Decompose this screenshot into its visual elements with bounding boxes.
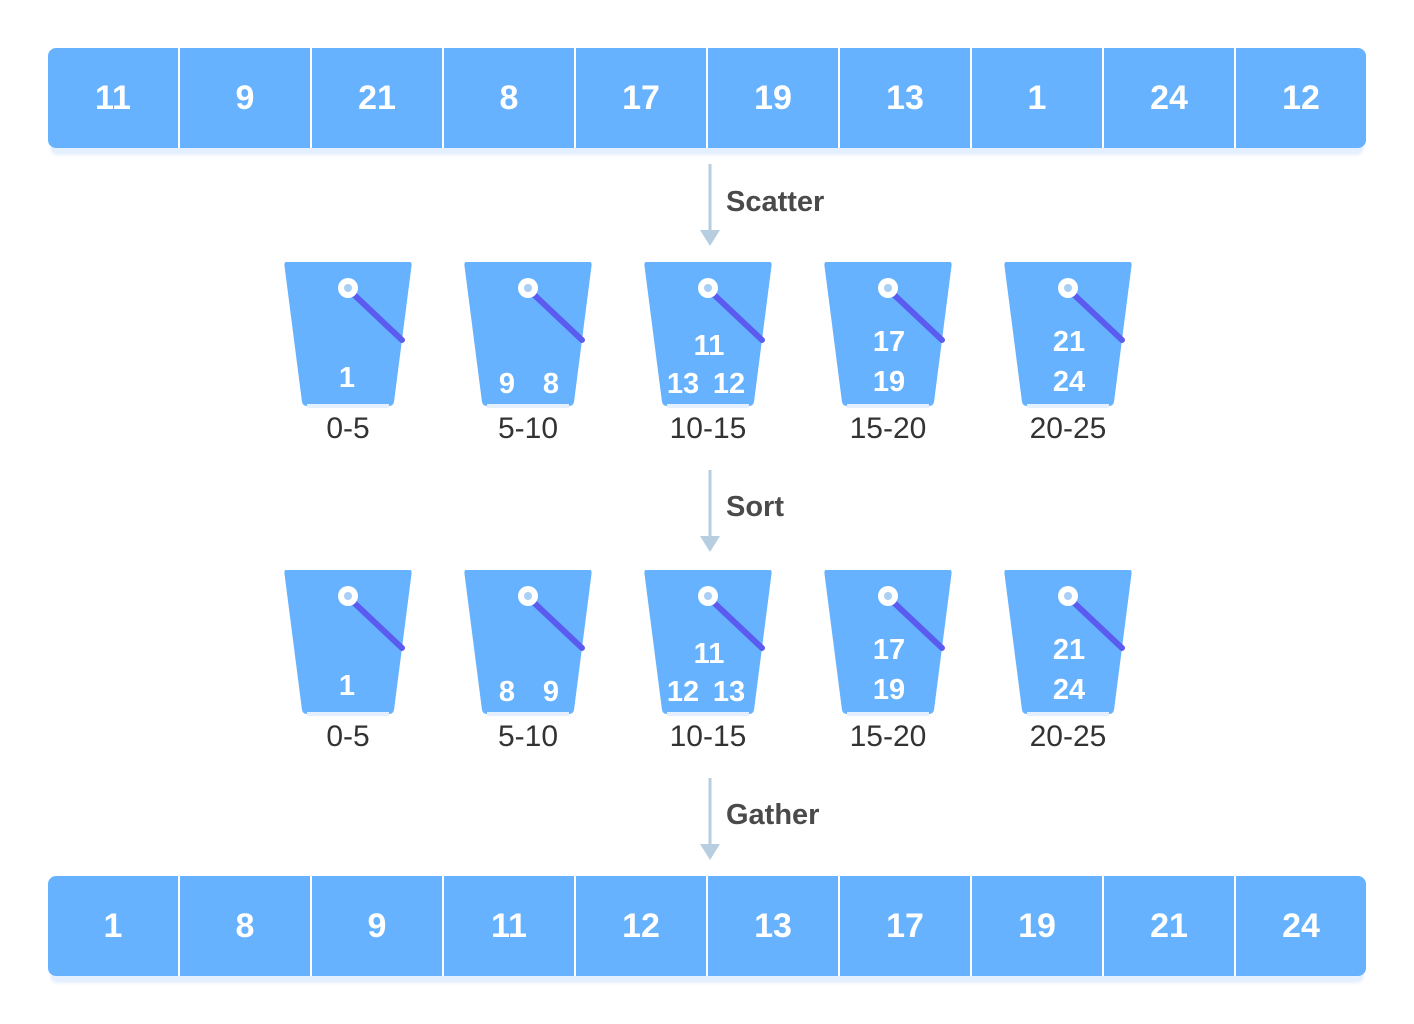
bucket-item: 19 [872,366,906,398]
bucket-range-label: 5-10 [497,412,559,445]
bucket-item: 9 [542,676,560,708]
bucket-item: 17 [872,326,906,358]
bucket-item: 21 [1052,326,1086,358]
bucket-item: 11 [693,638,725,670]
bucket-icon [284,570,412,716]
array-cell: 8 [442,48,574,148]
bucket-range-label: 0-5 [326,720,370,753]
bucket-item: 8 [542,368,560,400]
bucket-20-25: 21 24 20-25 [1001,568,1135,768]
bucket-icon [1004,570,1132,716]
bucket-icon [1004,262,1132,408]
bucket-range-label: 15-20 [849,720,927,753]
bucket-range-label: 5-10 [497,720,559,753]
array-cell: 1 [970,48,1102,148]
bucket-item: 1 [338,362,356,394]
bucket-item: 11 [693,330,725,362]
array-cell: 12 [1234,48,1366,148]
bucket-range-label: 20-25 [1029,412,1107,445]
bucket-item: 17 [872,634,906,666]
input-array: 11 9 21 8 17 19 13 1 24 12 [48,48,1366,148]
bucket-item: 12 [712,368,746,400]
bucket-range-label: 20-25 [1029,720,1107,753]
array-cell: 1 [48,876,178,976]
array-cell: 9 [178,48,310,148]
bucket-range-label: 15-20 [849,412,927,445]
bucket-icon [824,262,952,408]
arrow-down-icon [700,164,720,246]
array-cell: 12 [574,876,706,976]
arrow-down-icon [700,778,720,860]
bucket-icon [464,262,592,408]
bucket-icon [644,262,772,408]
array-cell: 21 [1102,876,1234,976]
bucket-15-20: 17 19 15-20 [821,568,955,768]
bucket-range-label: 0-5 [326,412,370,445]
bucket-item: 24 [1052,674,1086,706]
bucket-item: 8 [498,676,516,708]
bucket-10-15: 11 13 12 10-15 [641,260,775,460]
sort-label: Sort [726,491,784,523]
bucket-item: 24 [1052,366,1086,398]
bucket-20-25: 21 24 20-25 [1001,260,1135,460]
bucket-icon [824,570,952,716]
bucket-range-label: 10-15 [669,412,747,445]
bucket-item: 21 [1052,634,1086,666]
array-cell: 8 [178,876,310,976]
bucket-icon [464,570,592,716]
bucket-icon [284,262,412,408]
array-cell: 11 [48,48,178,148]
gather-label: Gather [726,799,820,831]
array-cell: 19 [706,48,838,148]
bucket-15-20: 17 19 15-20 [821,260,955,460]
bucket-0-5: 1 0-5 [281,260,415,460]
array-cell: 13 [706,876,838,976]
array-cell: 11 [442,876,574,976]
bucket-item: 13 [666,368,700,400]
scatter-label: Scatter [726,186,825,218]
array-cell: 24 [1234,876,1366,976]
bucket-item: 1 [338,670,356,702]
array-cell: 9 [310,876,442,976]
bucket-item: 12 [666,676,700,708]
bucket-range-label: 10-15 [669,720,747,753]
array-cell: 17 [838,876,970,976]
array-cell: 19 [970,876,1102,976]
array-cell: 17 [574,48,706,148]
bucket-item: 13 [712,676,746,708]
bucket-item: 9 [498,368,516,400]
bucket-10-15: 11 12 13 10-15 [641,568,775,768]
bucket-0-5: 1 0-5 [281,568,415,768]
array-cell: 13 [838,48,970,148]
array-cell: 21 [310,48,442,148]
bucket-item: 19 [872,674,906,706]
array-cell: 24 [1102,48,1234,148]
bucket-icon [644,570,772,716]
output-array: 1 8 9 11 12 13 17 19 21 24 [48,876,1366,976]
arrow-down-icon [700,470,720,552]
